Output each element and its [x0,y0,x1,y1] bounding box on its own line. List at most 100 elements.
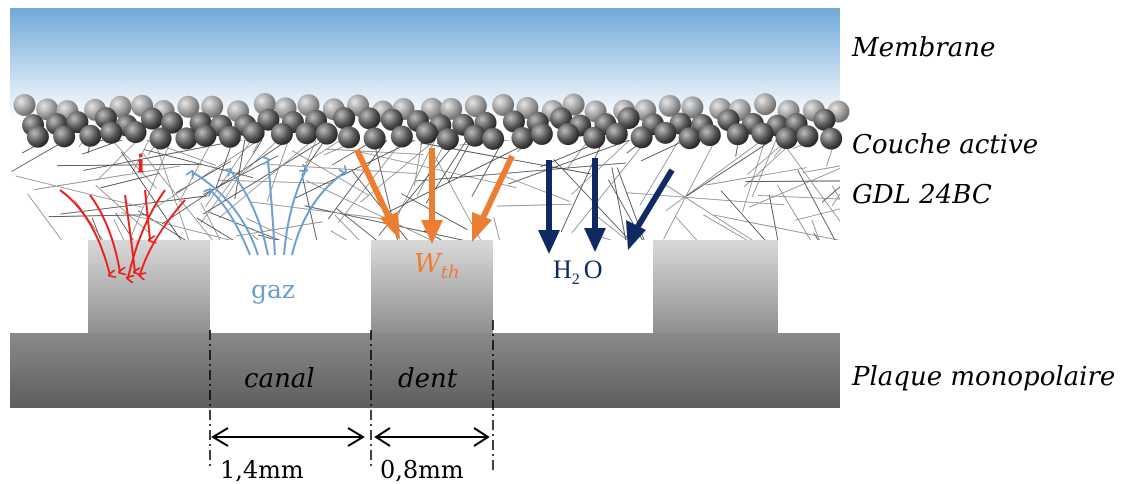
catalyst-particle [440,97,463,120]
gdl-fibre [639,140,680,206]
catalyst-particle [363,127,386,150]
catalyst-particle [218,125,241,148]
gdl-fibre [200,202,221,240]
active-layer-particles [13,93,850,151]
membrane-label: Membrane [851,33,995,63]
gdl-fibre [325,148,424,155]
gdl-fibre [266,163,418,175]
catalyst-particle [140,107,163,130]
gdl-fibre [703,214,748,240]
gdl-fibre [571,140,631,195]
plate-label: Plaque monopolaire [851,362,1115,392]
catalyst-particle [796,125,819,148]
water-label-o: O [584,255,603,284]
dimension-arrows [211,427,490,447]
gdl-fibre [662,182,753,240]
gdl-fibre [74,200,104,240]
catalyst-particle [295,122,318,145]
gdl-fibre [782,143,840,222]
gdl-label: GDL 24BC [852,180,992,210]
gdl-fibre [675,216,698,240]
plate-tooth-3 [653,240,778,333]
gdl-fibre [425,140,468,204]
gdl-fibre [100,172,161,189]
gdl-fibre [391,140,436,227]
catalyst-particle [333,107,356,130]
gdl-fibre [301,140,317,176]
gdl-fibre [743,140,796,188]
gdl-fibre [758,195,840,200]
gdl-fibre [209,211,281,240]
gdl-fibre [27,193,63,240]
active-layer-label: Couche active [852,130,1038,160]
catalyst-particle [464,95,487,118]
gdl-fibre [143,149,253,179]
heat-label-main: W [414,249,443,279]
gdl-fibre [245,217,293,240]
gdl-fibre [597,216,628,240]
gdl-fibre [616,167,645,240]
gdl-fibre [113,219,125,240]
gdl-fibre [626,192,785,206]
gdl-fibre [33,165,181,191]
gdl-fibre [234,140,246,200]
gdl-fibre [334,214,360,240]
catalyst-particle [177,95,200,118]
gdl-fibre [416,140,447,197]
catalyst-particle [315,122,338,145]
catalyst-particle [270,122,293,145]
catalyst-particle [726,123,749,146]
catalyst-particle [678,127,701,150]
catalyst-particle [201,95,224,118]
plate-base [10,333,840,408]
catalyst-particle [751,122,774,145]
gdl-fibre [131,140,150,174]
gdl-fibre [241,140,279,175]
gdl-fibre [112,141,157,189]
water-label-h: H [553,255,572,284]
catalyst-particle [630,126,653,149]
water-arrows [538,158,675,254]
catalyst-particle [681,96,704,119]
catalyst-particle [66,111,89,134]
catalyst-particle [161,111,184,134]
water-label-2: 2 [572,271,580,288]
gdl-fibre [384,140,536,215]
catalyst-particle [149,127,172,150]
gdl-fibre [15,175,143,208]
current-arrows [59,189,186,278]
gdl-fibre [686,140,774,197]
gdl-fibre [415,162,626,182]
dent-width-value: 0,8mm [380,456,464,484]
plate-tooth-2 [371,240,493,333]
gdl-fibre [821,186,840,203]
gdl-fibre [48,214,148,218]
catalyst-particle [482,127,505,150]
gdl-fibre [155,140,260,208]
gdl-fibre [663,140,716,240]
catalyst-particle [605,122,628,145]
gdl-fibre [215,140,234,189]
heat-label: Wth [414,249,460,283]
gdl-fibre [142,153,213,240]
catalyst-particle [381,108,404,131]
gdl-fibre [218,140,314,219]
gdl-fibre [200,169,241,224]
gdl-fibre [496,203,572,207]
gdl-fibre [295,140,416,199]
gdl-fibre [553,159,630,240]
catalyst-particle [53,125,76,148]
catalyst-particle [358,107,381,130]
catalyst-particle [530,122,553,145]
catalyst-particle [775,127,798,150]
current-label: i [137,149,144,178]
gdl-fibre [304,140,342,164]
dent-label: dent [398,364,458,394]
gdl-fibre [115,212,134,240]
catalyst-particle [13,93,36,116]
gdl-fibre [121,151,182,240]
gdl-fibre [257,234,278,240]
catalyst-particle [492,93,515,116]
gdl-fibre [323,140,361,156]
